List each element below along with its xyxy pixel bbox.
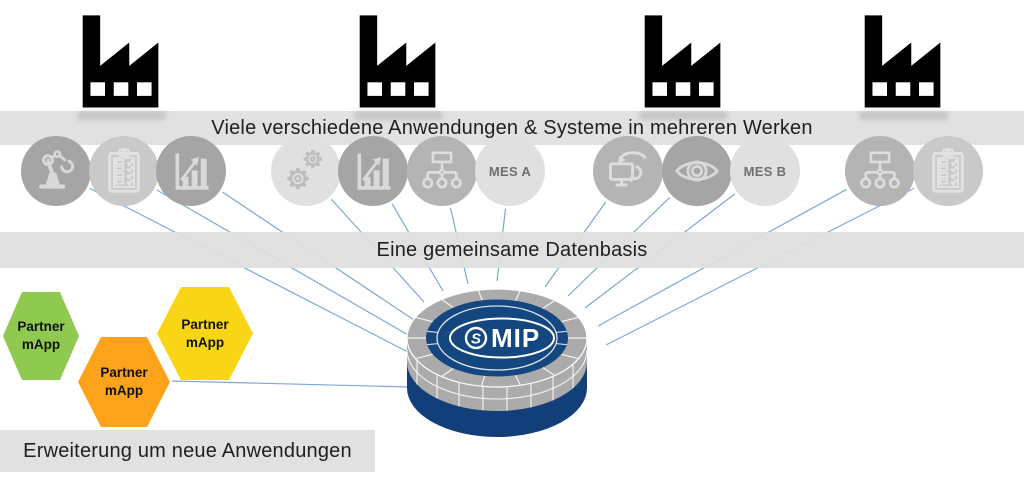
stone-ring-segments	[407, 289, 587, 387]
system-circle-mes-b: MES B	[730, 136, 800, 206]
eye-icon	[671, 145, 723, 197]
system-circle-bar-chart	[338, 136, 408, 206]
system-circle-checklist	[913, 136, 983, 206]
factory-icon	[350, 10, 447, 110]
system-circle-bar-chart	[156, 136, 226, 206]
svg-text:S: S	[471, 331, 481, 348]
band-common-database-label: Eine gemeinsame Datenbasis	[376, 238, 648, 261]
band-extension-new-applications: Erweiterung um neue Anwendungen	[0, 430, 375, 472]
blue-ring-ticks	[427, 330, 567, 346]
checklist-icon	[98, 145, 150, 197]
system-circle-monitor-sync	[593, 136, 663, 206]
checklist-icon	[922, 145, 974, 197]
system-circle-hierarchy	[845, 136, 915, 206]
hierarchy-icon	[854, 145, 906, 197]
mip-platform-cylinder: S MIP	[406, 288, 588, 437]
factory-shadow	[77, 111, 166, 120]
factory-icon	[635, 10, 732, 110]
mes-system-label: MES B	[743, 163, 787, 179]
system-circle-eye	[662, 136, 732, 206]
factory-icon	[855, 10, 952, 110]
gears-icon	[280, 145, 332, 197]
factory-shadow	[639, 111, 728, 120]
system-circle-robot-arm	[21, 136, 91, 206]
bar-chart-icon	[347, 145, 399, 197]
band-common-database: Eine gemeinsame Datenbasis	[0, 232, 1024, 268]
mip-logo-icon: S	[464, 326, 488, 350]
mes-system-label: MES A	[488, 163, 532, 179]
logo-ellipse-outline	[449, 317, 555, 359]
band-many-applications-label: Viele verschiedene Anwendungen & Systeme…	[211, 116, 813, 139]
mip-platform-label: MIP	[491, 323, 540, 353]
system-circle-checklist	[89, 136, 159, 206]
factory-icon	[73, 10, 170, 110]
factory-shadow	[354, 111, 443, 120]
hierarchy-icon	[416, 145, 468, 197]
system-circle-mes-a: MES A	[475, 136, 545, 206]
system-circle-gears	[271, 136, 341, 206]
cylinder-blue-ring	[426, 299, 568, 377]
factory-shadow	[859, 111, 948, 120]
band-extension-label: Erweiterung um neue Anwendungen	[23, 439, 352, 462]
connection-line	[171, 380, 411, 388]
inner-ellipse-outline	[436, 305, 558, 371]
bar-chart-icon	[165, 145, 217, 197]
system-circle-hierarchy	[407, 136, 477, 206]
monitor-sync-icon	[602, 145, 654, 197]
robot-arm-icon	[30, 145, 82, 197]
stone-mid-joint	[406, 349, 588, 400]
